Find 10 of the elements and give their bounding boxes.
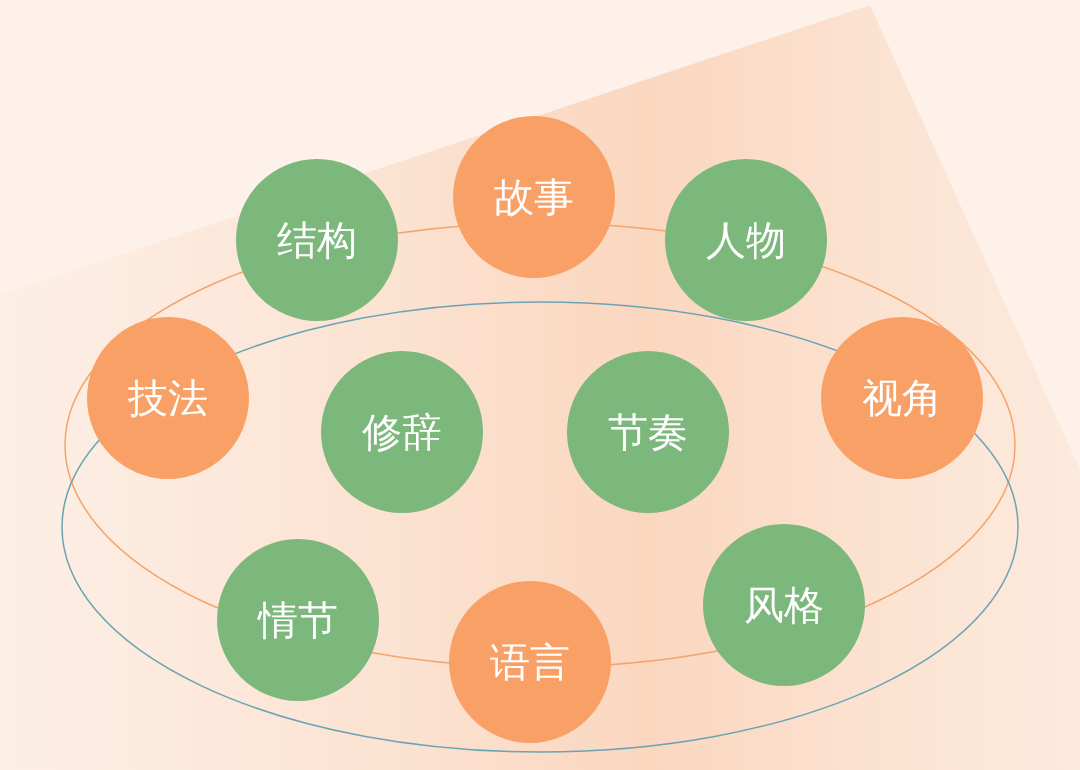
topic-label: 技法 bbox=[128, 373, 208, 423]
topic-label: 语言 bbox=[490, 637, 570, 687]
topic-label: 修辞 bbox=[362, 407, 442, 457]
topic-label: 节奏 bbox=[608, 407, 688, 457]
topic-label: 人物 bbox=[706, 215, 786, 265]
topic-label: 故事 bbox=[494, 172, 574, 222]
topic-label: 结构 bbox=[277, 215, 357, 265]
topic-label: 风格 bbox=[744, 580, 824, 630]
topic-label: 情节 bbox=[258, 595, 338, 645]
topic-label: 视角 bbox=[862, 373, 942, 423]
